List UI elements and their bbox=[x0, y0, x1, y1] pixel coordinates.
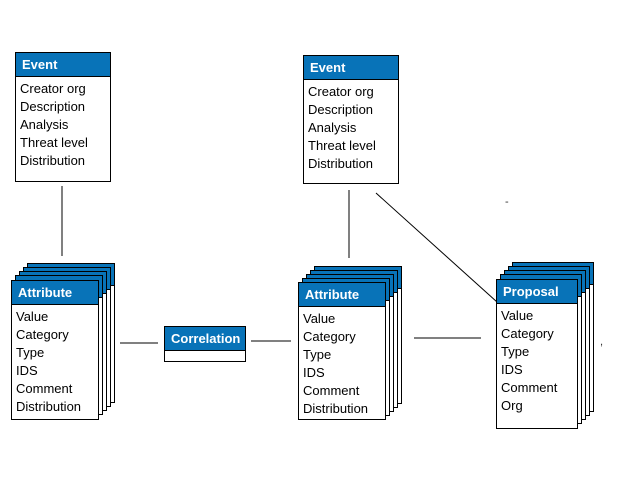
proposal-box: Proposal Value Category Type IDS Comment… bbox=[496, 279, 578, 429]
attribute-field: Value bbox=[303, 311, 336, 326]
attribute-field: Distribution bbox=[16, 399, 82, 414]
attribute-title-left: Attribute bbox=[12, 281, 98, 305]
event-title-right: Event bbox=[304, 56, 398, 80]
event-field: Creator org bbox=[308, 84, 374, 99]
event-field: Description bbox=[20, 99, 86, 114]
attribute-field: Distribution bbox=[303, 401, 369, 416]
attribute-field: Comment bbox=[303, 383, 360, 398]
attribute-field: Category bbox=[303, 329, 356, 344]
attribute-box-left: Attribute Value Category Type IDS Commen… bbox=[11, 280, 99, 420]
correlation-box: Correlation bbox=[164, 326, 246, 362]
event-field: Creator org bbox=[20, 81, 86, 96]
event-box-left: Event Creator org Description Analysis T… bbox=[15, 52, 111, 182]
attribute-field: Value bbox=[16, 309, 49, 324]
proposal-title: Proposal bbox=[497, 280, 577, 304]
event-field: Analysis bbox=[20, 117, 69, 132]
attribute-field: IDS bbox=[303, 365, 325, 380]
proposal-field: Org bbox=[501, 398, 523, 413]
event-field: Description bbox=[308, 102, 374, 117]
proposal-field: Value bbox=[501, 308, 534, 323]
attribute-box-right: Attribute Value Category Type IDS Commen… bbox=[298, 282, 386, 420]
proposal-field: IDS bbox=[501, 362, 523, 377]
stray-dash-mark: - bbox=[505, 196, 509, 208]
attribute-field: Type bbox=[303, 347, 332, 362]
attribute-field: IDS bbox=[16, 363, 38, 378]
attribute-field: Category bbox=[16, 327, 69, 342]
event-field: Threat level bbox=[20, 135, 88, 150]
event-field: Analysis bbox=[308, 120, 357, 135]
attribute-field: Comment bbox=[16, 381, 73, 396]
proposal-field: Type bbox=[501, 344, 530, 359]
event-title-left: Event bbox=[16, 53, 110, 77]
proposal-field: Comment bbox=[501, 380, 558, 395]
correlation-title: Correlation bbox=[165, 327, 245, 351]
event-field: Distribution bbox=[308, 156, 374, 171]
attribute-field: Type bbox=[16, 345, 45, 360]
event-box-right: Event Creator org Description Analysis T… bbox=[303, 55, 399, 184]
proposal-field: Category bbox=[501, 326, 554, 341]
event-field: Threat level bbox=[308, 138, 376, 153]
attribute-title-right: Attribute bbox=[299, 283, 385, 307]
stray-tick-mark: , bbox=[600, 336, 604, 348]
event-field: Distribution bbox=[20, 153, 86, 168]
connector-event-right-proposal bbox=[375, 192, 508, 312]
